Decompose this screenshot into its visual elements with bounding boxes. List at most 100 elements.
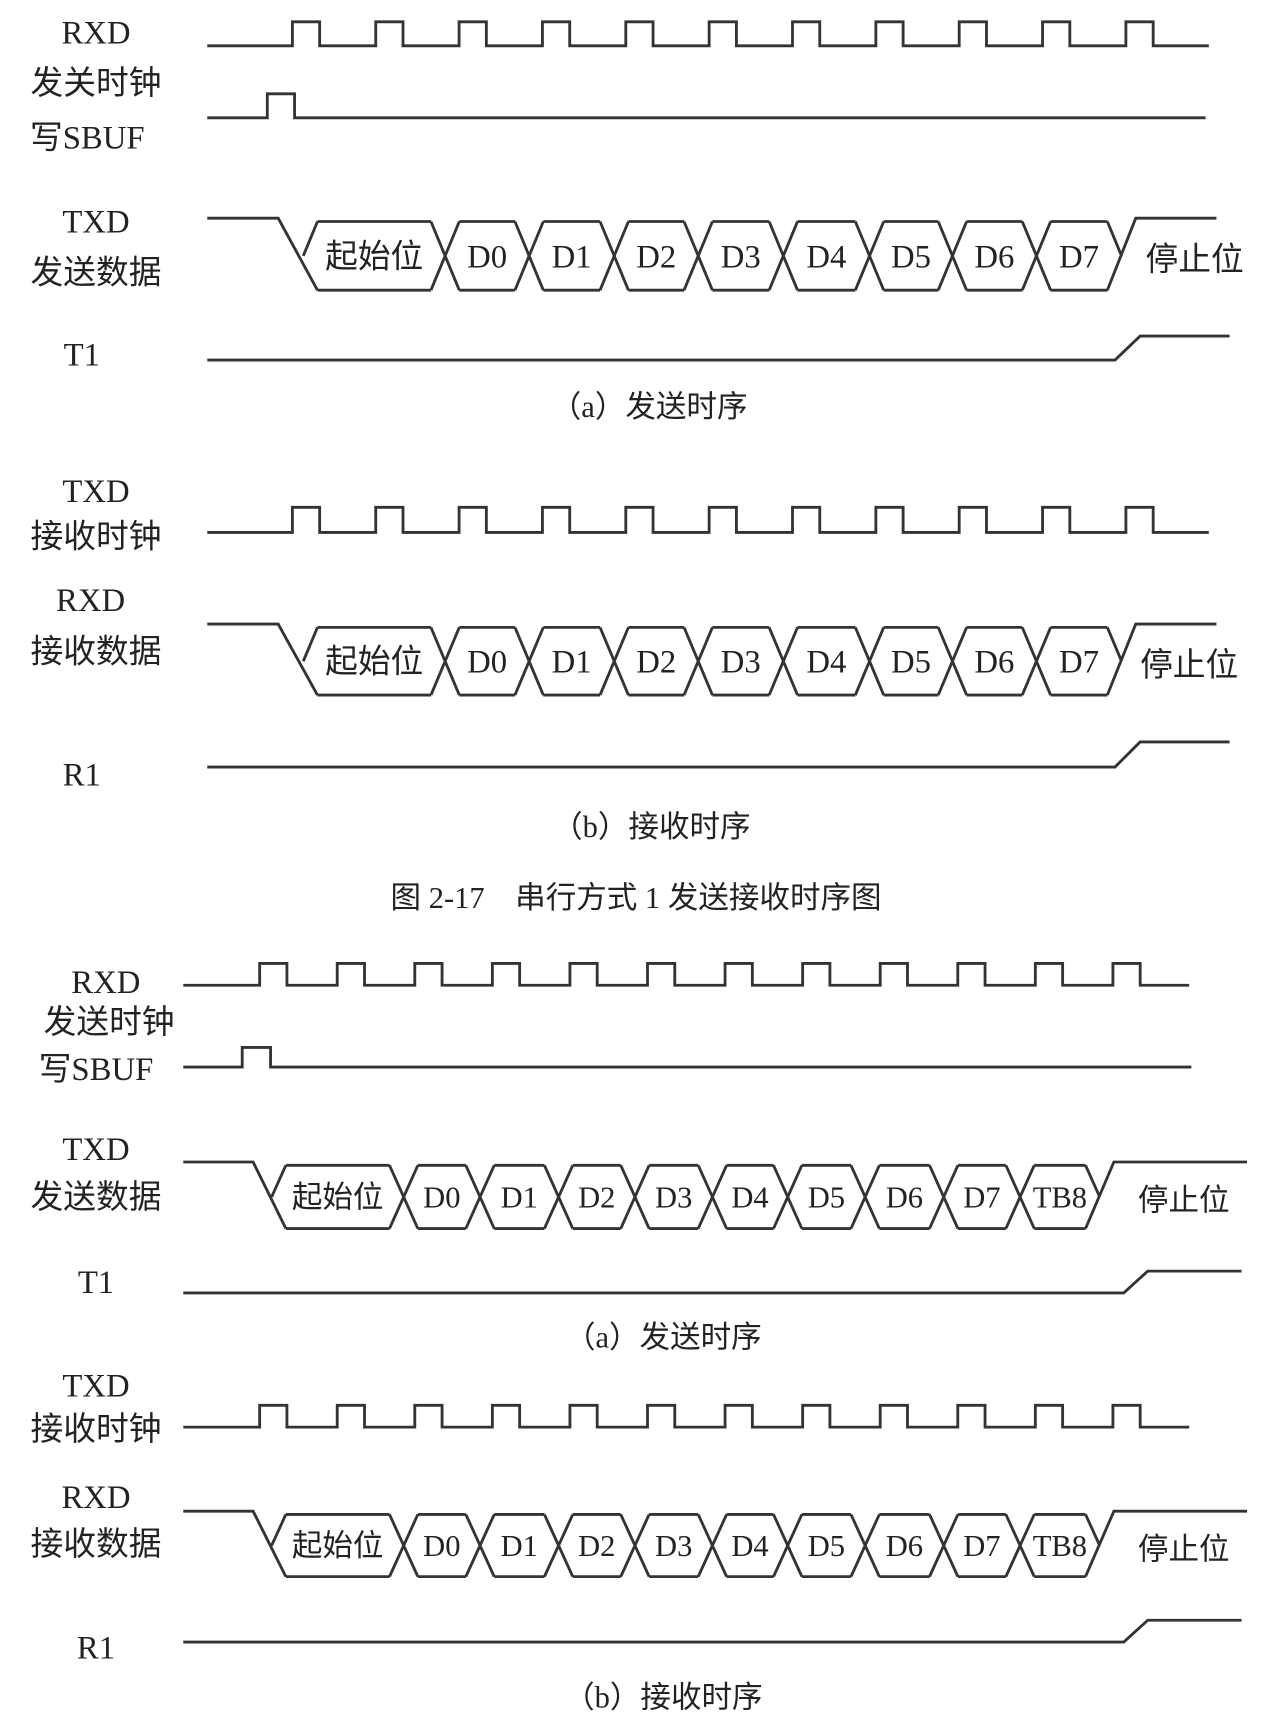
f2b-clock-label: TXD [62,1369,129,1405]
f1a-bit-label: D1 [552,239,592,275]
f2b-bit-cell [285,1513,390,1579]
f1a-caption: （a）发送时序 [551,390,748,424]
f1a-bit-crossing [1020,220,1052,291]
f1a-flag-waveform [207,334,1230,362]
f2a-clock-waveform [183,962,1190,987]
f1b-bit-crossing [1020,626,1052,696]
f2b-bit-label: D4 [731,1529,768,1563]
f2b-bit-label: 起始位 [292,1529,384,1563]
f2a-bit-crossing [849,1164,881,1230]
f1a-bit-label: D6 [974,239,1014,275]
f2a-bit-crossing [928,1164,960,1230]
f1a-bit-crossing [854,220,886,291]
f1b-bit-cell [966,625,1023,697]
f1a-bus-start-edge [301,220,319,257]
f1b-bit-label: D4 [806,645,846,681]
f1a-bit-cell [797,220,856,292]
f2b-flag-label: R1 [77,1630,115,1666]
f2a-bit-cell [494,1163,545,1230]
f1a-bit-crossing [513,220,545,291]
f2b-bit-cell [726,1513,774,1579]
f1a-clock-waveform [207,20,1209,48]
f2a-bit-label: D7 [963,1181,1000,1215]
f1a-bit-crossing [429,220,461,291]
f2a-stop-label: 停止位 [1138,1184,1230,1218]
f1b-bit-cell [883,625,939,697]
f1b-bit-label: D2 [636,645,676,681]
f1a-bit-label: D3 [721,239,761,275]
f1a-bit-cell [459,220,515,292]
f2a-bit-cell [879,1163,930,1230]
f2b-bit-cell [572,1513,621,1579]
f2b-bit-crossing [619,1513,651,1578]
f2a-caption: （a）发送时序 [565,1320,762,1354]
f2b-bit-label: D5 [808,1529,845,1563]
f2a-write-waveform [183,1046,1192,1069]
f1b-bit-label: D6 [974,645,1014,681]
f2b-bit-cell [801,1513,851,1579]
f2b-bit-crossing [1004,1513,1036,1578]
f1a-bit-label: D4 [806,239,846,275]
f1a-flag-label: T1 [64,338,100,374]
f1a-data-label: TXD [62,204,129,240]
f1a-bit-label: D7 [1059,239,1099,275]
f1a-bit-crossing [767,220,799,291]
f1a-bit-crossing [682,220,714,291]
f1a-stop-label: 停止位 [1146,242,1244,279]
f1a-write-waveform [207,92,1206,120]
f2a-clock-label: RXD [71,965,140,1001]
f1b-bit-crossing [767,626,799,696]
f2a-flag-label: T1 [78,1265,114,1301]
f1a-bus-stop-edge [1106,216,1217,291]
f2a-bit-crossing [772,1164,804,1230]
f2a-bit-crossing [696,1164,728,1230]
f2b-bit-label: D0 [423,1529,460,1563]
f2b-bus-start-edge [270,1513,288,1547]
f2b-bit-crossing [543,1513,575,1578]
f2a-data-sublabel: 发送数据 [31,1179,162,1216]
f2a-bus-stop-edge [1084,1160,1247,1230]
f1b-clock-label: TXD [62,474,129,510]
f2a-bit-cell [417,1163,466,1230]
f2b-bit-label: D3 [655,1529,692,1563]
f1b-bit-cell [543,625,601,697]
f2b-bit-label: D1 [501,1529,538,1563]
f1b-bit-label: D0 [467,645,507,681]
f1b-bit-cell [712,625,770,697]
f2a-bit-cell [649,1163,699,1230]
f1a-clock-sublabel: 发关时钟 [31,65,162,102]
f1a-bit-cell [712,220,770,292]
f1b-bit-crossing [854,626,886,696]
f2b-data-sublabel: 接收数据 [31,1526,162,1563]
f2b-bus-stop-edge [1084,1509,1247,1578]
f2b-bit-crossing [772,1513,804,1578]
f1b-bit-cell [628,625,685,697]
f1b-bus-start-edge [301,626,319,662]
f1b-bit-label: D7 [1059,645,1099,681]
f2a-bit-label: TB8 [1033,1181,1087,1215]
f1a-bus-lead [207,216,319,291]
f2b-bit-crossing [849,1513,881,1578]
f2a-bit-cell [957,1163,1006,1230]
f1b-bit-label: 起始位 [325,644,423,681]
f1b-bit-crossing [513,626,545,696]
f2b-bit-crossing [696,1513,728,1578]
f1b-bit-crossing [936,626,968,696]
f2b-bit-cell [417,1513,466,1579]
f2a-write-label: 写SBUF [39,1052,154,1088]
f1a-bit-cell [628,220,685,292]
f1b-caption: （b）接收时序 [552,810,750,844]
f2b-bit-crossing [388,1513,420,1578]
f2a-bus-start-edge [270,1164,288,1198]
f2a-data-label: TXD [62,1132,129,1168]
f2a-bit-cell [285,1163,390,1230]
f1a-bit-cell [317,220,431,292]
f2b-bit-label: D6 [886,1529,923,1563]
f2b-bit-label: TB8 [1033,1529,1087,1563]
f1b-bus-stop-edge [1106,622,1217,696]
f1b-bit-cell [797,625,856,697]
figure1-title: 图 2-17 串行方式 1 发送接收时序图 [391,881,882,915]
f2a-bit-cell [726,1163,774,1230]
f1a-bit-cell [1050,220,1108,292]
f2b-caption: （b）接收时序 [564,1681,762,1713]
